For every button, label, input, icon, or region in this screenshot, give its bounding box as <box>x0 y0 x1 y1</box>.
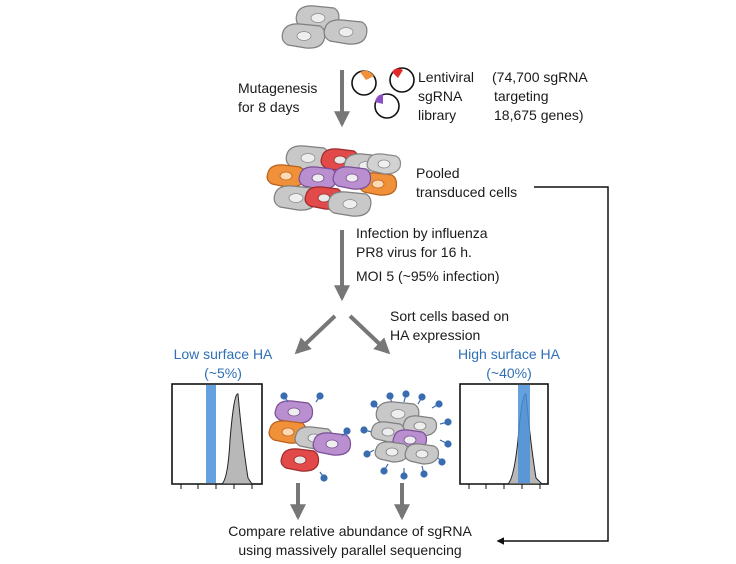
sort-label: Sort cells based on HA expression <box>390 307 509 345</box>
low-ha-percent: (~5%) <box>204 365 242 381</box>
connector-pooled-to-compare <box>496 186 609 545</box>
arrow-sort-left <box>294 314 337 355</box>
library-line-1: Lentiviral <box>418 69 475 85</box>
initial-cells <box>281 5 368 49</box>
moi-label: MOI 5 (~95% infection) <box>356 268 500 284</box>
high-ha-gate-label: High surface HA (~40%) <box>444 345 574 383</box>
mutagenesis-label: Mutagenesis for 8 days <box>238 79 317 117</box>
compare-line-1: Compare relative abundance of sgRNA <box>228 523 472 539</box>
library-size-line-2: targeting <box>494 88 549 104</box>
high-ha-title: High surface HA <box>458 346 560 362</box>
compare-label: Compare relative abundance of sgRNA usin… <box>200 522 500 560</box>
pooled-line-2: transduced cells <box>416 184 518 200</box>
low-ha-gate-label: Low surface HA (~5%) <box>158 345 288 383</box>
library-size-line-1: (74,700 sgRNA <box>492 69 588 85</box>
library-size-line-3: 18,675 genes) <box>494 107 584 123</box>
compare-line-2: using massively parallel sequencing <box>238 542 462 558</box>
arrow-sort-right <box>348 314 391 355</box>
library-line-2: sgRNA <box>418 88 463 104</box>
histogram-low-ha <box>171 383 263 489</box>
sort-line-1: Sort cells based on <box>390 308 510 324</box>
infection-line-2: PR8 virus for 16 h. <box>356 244 472 260</box>
high-ha-cells <box>360 390 452 480</box>
low-ha-title: Low surface HA <box>173 346 273 362</box>
library-line-3: library <box>418 107 457 123</box>
sort-line-2: HA expression <box>390 327 481 343</box>
mutagenesis-line-1: Mutagenesis <box>238 80 318 96</box>
pooled-cells-cluster <box>266 145 402 217</box>
high-ha-percent: (~40%) <box>486 365 532 381</box>
infection-line-1: Infection by influenza <box>356 225 488 241</box>
infection-label: Infection by influenza PR8 virus for 16 … <box>356 224 488 262</box>
mutagenesis-line-2: for 8 days <box>238 99 300 115</box>
sgrna-library-plasmids <box>351 67 415 119</box>
library-size-label: (74,700 sgRNA targeting 18,675 genes) <box>492 68 588 125</box>
pooled-label: Pooled transduced cells <box>416 164 517 202</box>
pooled-line-1: Pooled <box>416 165 460 181</box>
low-ha-cells <box>268 392 352 482</box>
library-label: Lentiviral sgRNA library <box>418 68 474 125</box>
histogram-high-ha <box>459 383 549 489</box>
